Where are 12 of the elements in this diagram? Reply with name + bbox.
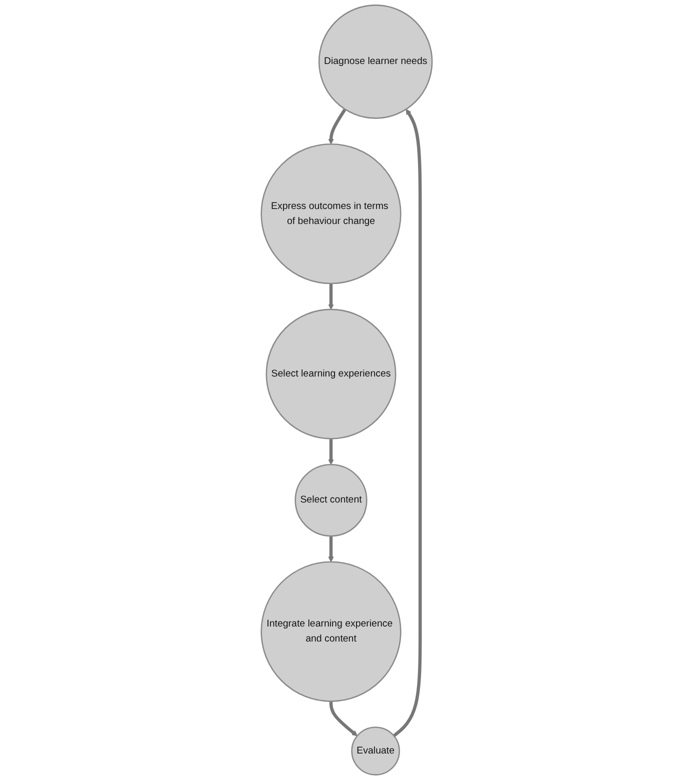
arrow	[328, 108, 346, 144]
node-circle: Select content	[294, 464, 368, 537]
arrow	[392, 108, 422, 738]
arrow	[328, 284, 334, 310]
node-circle: Integrate learning experience and content	[260, 561, 402, 702]
arrow	[329, 701, 358, 736]
node-circle: Diagnose learner needs	[318, 4, 433, 119]
node-circle: Evaluate	[350, 726, 400, 776]
arrow	[328, 536, 334, 562]
node-circle: Express outcomes in terms of behaviour change	[260, 143, 402, 284]
arrow	[328, 438, 334, 465]
node-circle: Select learning experiences	[266, 308, 396, 440]
